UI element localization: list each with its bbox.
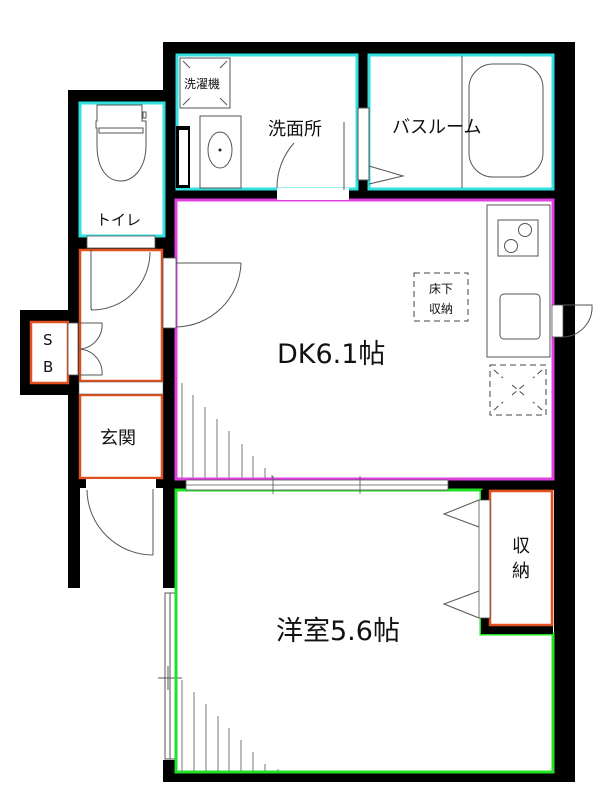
underfloor-storage-label-2: 収納 [429, 302, 453, 316]
toilet-door-swing [90, 251, 151, 311]
entrance-step [78, 381, 164, 395]
wash-basin [199, 115, 242, 189]
kitchen-counter [486, 204, 551, 358]
sliding-doors[interactable] [185, 476, 449, 494]
hall-outline [78, 248, 164, 383]
western-hatch [181, 680, 279, 771]
kitchen-vent-door[interactable] [551, 304, 593, 338]
fridge-space [489, 364, 547, 416]
washing-machine-space [179, 57, 231, 109]
closet-doors[interactable] [442, 499, 491, 619]
entrance-outline [78, 393, 164, 480]
washing-machine-label: 洗濯機 [184, 76, 220, 91]
closet-interior [488, 489, 554, 627]
sb-label-s: S [43, 331, 53, 349]
underfloor-storage-label-1: 床下 [429, 282, 453, 296]
closet-label-1: 収 [512, 536, 530, 557]
bathroom-label: バスルーム [392, 117, 481, 138]
niche-shelf [179, 130, 188, 185]
western-left-wall-bottom [163, 760, 176, 782]
closet-label-2: 納 [512, 561, 530, 582]
dk-outline [174, 198, 555, 481]
washroom-door[interactable] [276, 122, 349, 200]
washroom-label: 洗面所 [268, 119, 322, 140]
closet-bottom-wall [490, 625, 553, 634]
bathtub [461, 56, 544, 188]
hall-door-jamb [90, 250, 92, 310]
front-door[interactable] [86, 479, 156, 556]
entrance-label: 玄関 [100, 428, 136, 449]
sb-doors[interactable] [67, 322, 103, 376]
sb-label-b: B [43, 358, 53, 376]
washroom-outline [175, 53, 359, 191]
western-room-label: 洋室5.6帖 [276, 616, 400, 647]
bathroom-door[interactable] [357, 107, 405, 185]
outside-area [0, 588, 163, 800]
dk-hatch [181, 383, 273, 478]
toilet-label: トイレ [96, 211, 141, 229]
underfloor-storage [413, 272, 469, 322]
dk-label: DK6.1帖 [277, 339, 385, 370]
western-left-wall-top [163, 488, 176, 588]
toilet-door[interactable] [86, 235, 156, 249]
toilet-bowl [95, 104, 147, 182]
dk-hall-door[interactable] [162, 257, 242, 329]
